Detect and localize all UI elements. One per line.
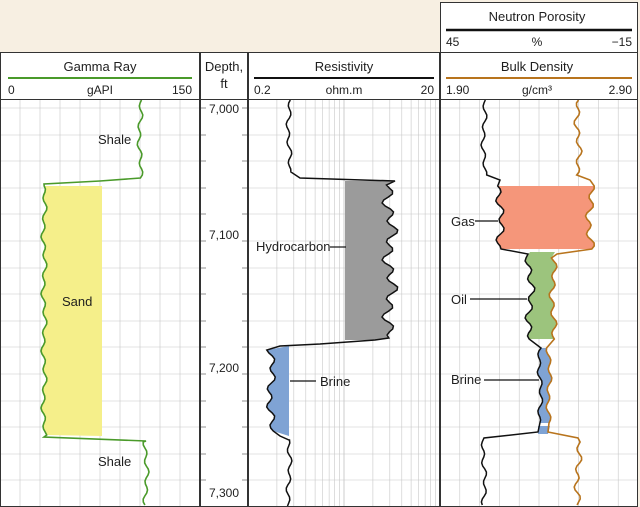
sand-label: Sand — [62, 294, 92, 309]
sand-fill — [41, 186, 102, 436]
gamma-title: Gamma Ray — [64, 59, 137, 74]
oil-label: Oil — [451, 292, 467, 307]
neutron-left-value: 45 — [446, 35, 460, 49]
resistivity-left-value: 0.2 — [254, 83, 271, 97]
depth-label-7300: 7,300 — [209, 486, 239, 500]
bulk-density-curve — [545, 99, 596, 506]
neutron-right-value: −15 — [612, 35, 633, 49]
brine-density-label: Brine — [451, 372, 481, 387]
brine-density-fill-tail — [538, 426, 550, 434]
brine-resistivity-label: Brine — [320, 374, 350, 389]
neutron-title: Neutron Porosity — [489, 9, 586, 24]
resistivity-right-value: 20 — [421, 83, 435, 97]
density-unit: g/cm³ — [522, 83, 552, 97]
oil-fill — [525, 252, 557, 339]
gas-label: Gas — [451, 214, 475, 229]
log-curves — [40, 99, 596, 507]
depth-label-7000: 7,000 — [209, 102, 239, 116]
hydrocarbon-fill — [345, 181, 398, 340]
depth-label-7200: 7,200 — [209, 361, 239, 375]
resistivity-title: Resistivity — [315, 59, 374, 74]
shale-top-label: Shale — [98, 132, 131, 147]
neutron-unit: % — [532, 35, 543, 49]
gamma-unit: gAPI — [87, 83, 113, 97]
hydrocarbon-label: Hydrocarbon — [256, 239, 330, 254]
gamma-right-value: 150 — [172, 83, 192, 97]
depth-unit: ft — [220, 76, 228, 91]
density-right-value: 2.90 — [609, 83, 633, 97]
gamma-left-value: 0 — [8, 83, 15, 97]
resistivity-curve — [265, 99, 399, 507]
depth-title: Depth, — [205, 59, 243, 74]
shale-bottom-label: Shale — [98, 454, 131, 469]
depth-label-7100: 7,100 — [209, 228, 239, 242]
density-left-value: 1.90 — [446, 83, 470, 97]
resistivity-unit: ohm.m — [326, 83, 363, 97]
gas-fill — [495, 186, 595, 249]
brine-resistivity-fill — [266, 346, 289, 436]
density-title: Bulk Density — [501, 59, 574, 74]
fill-areas — [41, 181, 595, 436]
gamma-ray-curve — [40, 99, 150, 506]
depth-track-bg — [200, 52, 248, 507]
neutron-porosity-curve — [480, 99, 544, 506]
